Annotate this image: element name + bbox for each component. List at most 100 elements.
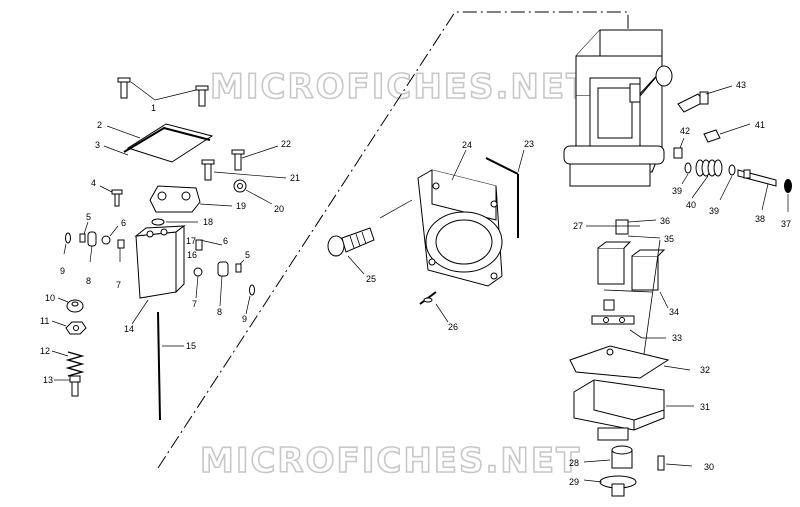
part-nut-20 xyxy=(233,179,247,193)
part-clip-6-left xyxy=(101,235,111,245)
callout-41: 41 xyxy=(755,120,765,130)
part-spring-7-left xyxy=(117,239,125,249)
callout-4: 4 xyxy=(91,178,96,188)
explode-path-line xyxy=(157,11,629,469)
part-gasket-23 xyxy=(485,157,519,175)
part-jet-27 xyxy=(612,219,640,235)
part-link-8-right xyxy=(217,261,229,277)
callout-9-left: 9 xyxy=(60,266,65,276)
part-washer-39a xyxy=(684,162,692,174)
part-link-8-left xyxy=(87,231,97,247)
callout-7-left: 7 xyxy=(116,280,121,290)
callout-11: 11 xyxy=(40,316,49,326)
callout-35: 35 xyxy=(664,234,674,244)
callout-5-left: 5 xyxy=(86,212,91,222)
callout-18: 18 xyxy=(203,217,213,227)
callout-1: 1 xyxy=(151,103,156,113)
callout-30: 30 xyxy=(704,462,714,472)
part-nut-11 xyxy=(65,321,87,335)
callout-23: 23 xyxy=(524,139,534,149)
part-float-bowl-31 xyxy=(573,379,665,441)
callout-16: 16 xyxy=(187,250,197,260)
part-drain-plug-28 xyxy=(611,445,633,469)
part-pin-5-left xyxy=(79,233,86,243)
part-screw-21 xyxy=(201,159,215,181)
part-clip-6-right xyxy=(195,239,203,251)
callout-37: 37 xyxy=(781,219,791,229)
callout-33: 33 xyxy=(672,333,682,343)
callout-5-right: 5 xyxy=(245,250,250,260)
part-washer-39b xyxy=(728,164,736,176)
part-spring-12 xyxy=(65,351,85,377)
part-clip-9-left xyxy=(65,232,71,244)
callout-32: 32 xyxy=(700,365,710,375)
callout-38: 38 xyxy=(755,214,765,224)
part-pin-26 xyxy=(419,291,437,305)
part-fitting-43 xyxy=(677,91,709,113)
part-screw-22 xyxy=(231,149,245,171)
callout-22: 22 xyxy=(281,139,291,149)
part-spring-40 xyxy=(695,159,723,177)
callout-3: 3 xyxy=(95,140,100,150)
part-intake-manifold-24 xyxy=(417,169,503,287)
callout-8-right: 8 xyxy=(217,307,222,317)
callout-6-left: 6 xyxy=(121,218,126,228)
part-bowl-gasket-32 xyxy=(569,345,670,379)
part-screw-1b xyxy=(195,85,209,107)
part-plug-42 xyxy=(673,147,683,159)
part-cover-plate xyxy=(126,123,214,163)
part-cap-10 xyxy=(66,299,84,313)
callout-12: 12 xyxy=(40,346,50,356)
callout-10: 10 xyxy=(45,293,55,303)
callout-9-right: 9 xyxy=(242,314,247,324)
callout-36: 36 xyxy=(660,216,670,226)
part-clip-18 xyxy=(151,218,165,226)
callout-28: 28 xyxy=(569,458,579,468)
callout-2: 2 xyxy=(97,120,102,130)
part-oring-37 xyxy=(784,179,792,193)
part-screw-1a xyxy=(117,77,131,99)
part-screw-4 xyxy=(111,189,123,207)
part-pin-7-right xyxy=(193,267,203,277)
part-bolt-25 xyxy=(327,227,375,257)
part-screw-13 xyxy=(69,375,81,397)
callout-40: 40 xyxy=(686,200,696,210)
part-pilot-screw-38 xyxy=(737,169,777,187)
callout-43: 43 xyxy=(736,80,746,90)
part-gasket xyxy=(123,126,211,153)
part-pin-5-right xyxy=(235,263,242,273)
callout-39-upper: 39 xyxy=(672,186,682,196)
callout-34: 34 xyxy=(669,307,679,317)
callout-21: 21 xyxy=(290,173,300,183)
callout-6-right: 6 xyxy=(223,236,228,246)
callout-13: 13 xyxy=(43,375,53,385)
callout-15: 15 xyxy=(186,341,196,351)
callout-29: 29 xyxy=(569,477,579,487)
callout-26: 26 xyxy=(448,322,458,332)
callout-20: 20 xyxy=(274,204,284,214)
callout-7-right: 7 xyxy=(192,299,197,309)
part-cap-41 xyxy=(703,129,721,143)
callout-24: 24 xyxy=(462,140,472,150)
part-bracket-19 xyxy=(149,185,201,213)
part-clip-9-right xyxy=(249,284,255,296)
callout-17: 17 xyxy=(186,236,196,246)
callout-14: 14 xyxy=(124,324,134,334)
callout-labels: 1 2 3 4 5 6 7 8 9 10 11 12 13 14 15 16 1… xyxy=(40,80,791,487)
part-float-34 xyxy=(597,241,666,293)
watermark-top: MICROFICHES.NET xyxy=(210,67,591,107)
part-throttle-slide-14 xyxy=(134,225,186,299)
callout-42: 42 xyxy=(680,126,690,136)
callout-19: 19 xyxy=(236,201,246,211)
watermark-bottom: MICROFICHES.NET xyxy=(200,441,581,481)
part-carburetor-body xyxy=(563,29,673,187)
callout-8-left: 8 xyxy=(86,276,91,286)
part-jet-needle-15 xyxy=(157,311,161,421)
callout-39-lower: 39 xyxy=(709,206,719,216)
callout-31: 31 xyxy=(700,402,710,412)
part-needle-valve xyxy=(591,299,635,325)
part-screw-30 xyxy=(657,455,665,471)
part-drain-nut-29 xyxy=(599,475,637,497)
callout-27: 27 xyxy=(573,221,583,231)
